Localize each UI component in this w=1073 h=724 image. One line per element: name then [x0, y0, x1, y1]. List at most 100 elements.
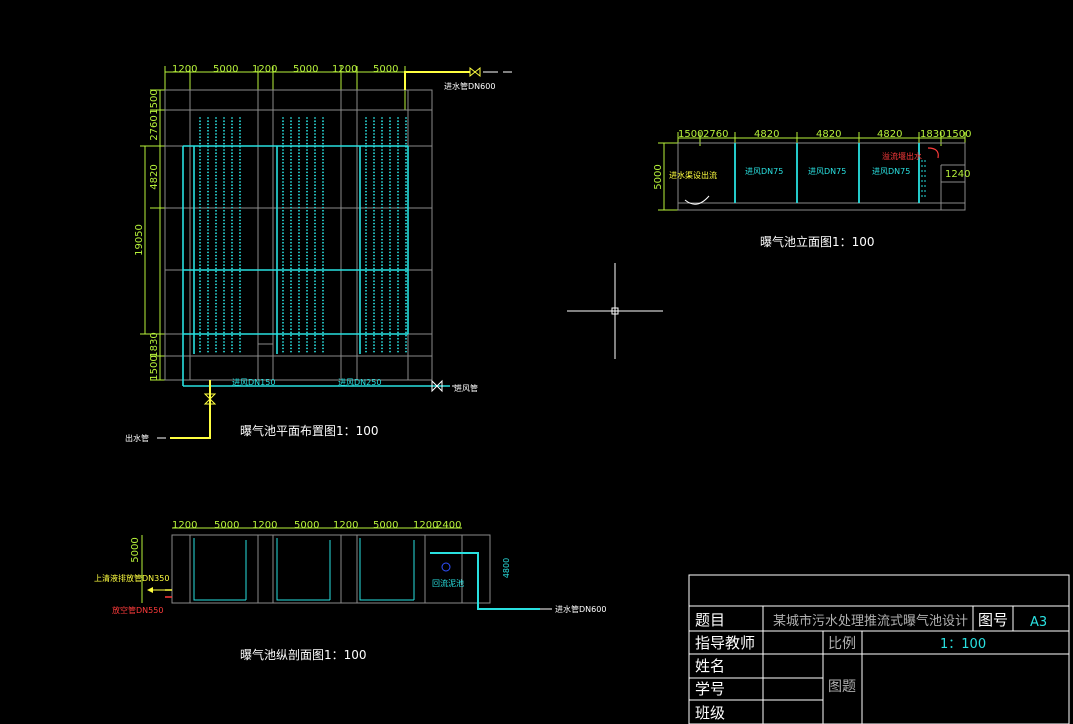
diffuser-dot: [397, 171, 399, 174]
diffuser-dot: [314, 267, 316, 270]
diffuser-dot: [405, 312, 407, 315]
diffuser-dot: [381, 277, 383, 279]
diffuser-dot: [223, 344, 225, 347]
diffuser-dot: [405, 197, 407, 199]
diffuser-dot: [389, 184, 391, 187]
diffuser-dot: [239, 225, 241, 228]
diffuser-dot: [215, 174, 217, 177]
diffuser-dot: [306, 267, 308, 270]
diffuser-dot: [373, 190, 375, 193]
diffuser-dot: [239, 302, 241, 305]
diffuser-dot: [405, 152, 407, 155]
diffuser-dot: [365, 257, 367, 260]
diffuser-dot: [231, 200, 233, 203]
diffuser-dot: [298, 334, 300, 337]
diffuser-dot: [322, 181, 324, 183]
diffuser-dot: [282, 321, 284, 324]
diffuser-dot: [223, 267, 225, 270]
diffuser-dot: [231, 238, 233, 241]
diffuser-dot: [373, 337, 375, 340]
diffuser-dot: [282, 161, 284, 164]
diffuser-dot: [298, 165, 300, 167]
diffuser-dot: [223, 254, 225, 257]
diffuser-dot: [405, 142, 407, 145]
diffuser-dot: [381, 206, 383, 209]
diffuser-dot: [298, 161, 300, 164]
diffuser-dot: [306, 309, 308, 311]
diffuser-dot: [207, 293, 209, 295]
diffuser-dot: [298, 347, 300, 350]
diffuser-dot: [306, 331, 308, 334]
diffuser-dot: [199, 117, 201, 119]
diffuser-dot: [365, 200, 367, 203]
diffuser-dot: [199, 248, 201, 251]
diffuser-dot: [282, 139, 284, 142]
diffuser-dot: [405, 337, 407, 340]
diffuser-dot: [215, 293, 217, 295]
diffuser-dot: [282, 232, 284, 235]
diffuser-dot: [239, 325, 241, 327]
diffuser-dot: [373, 289, 375, 292]
diffuser-dot: [290, 149, 292, 151]
diffuser-dot: [207, 193, 209, 196]
diffuser-dot: [223, 235, 225, 238]
diffuser-dot: [373, 225, 375, 228]
diffuser-dot: [373, 315, 375, 318]
elevation-view: 1500 2760 4820 4820 4820 1830 1500 5000 …: [653, 129, 971, 249]
diffuser-dot: [397, 187, 399, 190]
diffuser-dot: [389, 126, 391, 129]
diffuser-dot: [239, 241, 241, 244]
diffuser-dot: [290, 161, 292, 164]
diffuser-dot: [239, 337, 241, 340]
diffuser-dot: [405, 305, 407, 308]
diffuser-dot: [322, 318, 324, 321]
diffuser-dot: [314, 225, 316, 228]
diffuser-dot: [199, 280, 201, 283]
diffuser-dot: [365, 152, 367, 155]
diffuser-dot: [405, 181, 407, 183]
diffuser-dot: [215, 270, 217, 273]
diffuser-dot: [314, 120, 316, 123]
diffuser-dot: [298, 318, 300, 321]
diffuser-dot: [207, 190, 209, 193]
diffuser-dot: [223, 238, 225, 241]
diffuser-dot: [231, 145, 233, 148]
diffuser-dot: [207, 184, 209, 187]
diffuser-dot: [290, 312, 292, 315]
diffuser-dot: [306, 296, 308, 299]
diffuser-dot: [239, 299, 241, 302]
sec-dim-6: 5000: [373, 520, 398, 531]
diffuser-dot: [314, 229, 316, 231]
diffuser-dot: [381, 142, 383, 145]
diffuser-dot: [282, 229, 284, 231]
diffuser-dot: [306, 341, 308, 343]
plan-inlet-label: 进水管DN600: [444, 81, 495, 91]
diffuser-dot: [306, 289, 308, 292]
diffuser-dot: [231, 328, 233, 331]
diffuser-dot: [199, 331, 201, 334]
diffuser-dot: [306, 299, 308, 302]
diffuser-dot: [282, 280, 284, 283]
diffuser-dot: [365, 149, 367, 151]
diffuser-dot: [215, 123, 217, 126]
diffuser-dot: [282, 289, 284, 292]
diffuser-dot: [389, 229, 391, 231]
diffuser-dot: [405, 277, 407, 279]
diffuser-dot: [397, 149, 399, 151]
diffuser-dot: [314, 152, 316, 155]
diffuser-dot: [207, 203, 209, 206]
diffuser-dot: [405, 267, 407, 270]
diffuser-dot: [322, 145, 324, 148]
diffuser-dot: [223, 325, 225, 327]
diffuser-dot: [306, 229, 308, 231]
diffuser-dot: [223, 318, 225, 321]
diffuser-dot: [223, 187, 225, 190]
diffuser-dot: [373, 248, 375, 251]
diffuser-dot: [322, 257, 324, 260]
diffuser-dot: [373, 216, 375, 219]
diffuser-dot: [298, 321, 300, 324]
diffuser-dot: [215, 318, 217, 321]
sec-dim-7: 1200: [413, 520, 438, 531]
diffuser-dot: [207, 267, 209, 270]
